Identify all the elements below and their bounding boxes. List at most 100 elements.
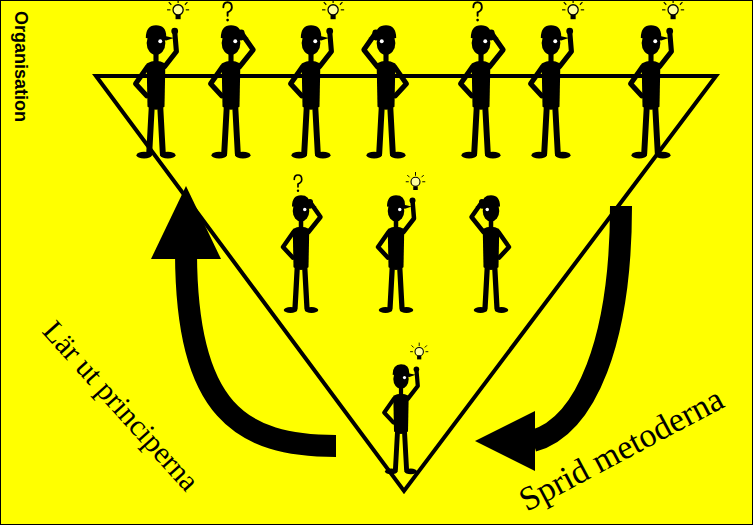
figure-shoe bbox=[405, 469, 418, 475]
figure-eye bbox=[553, 39, 557, 43]
idea-bulb bbox=[662, 1, 684, 19]
figure-arm bbox=[395, 67, 407, 96]
bulb-ray bbox=[662, 9, 665, 10]
figure-arm bbox=[291, 67, 303, 96]
figure-shoe bbox=[211, 152, 226, 159]
figure-shoe bbox=[305, 307, 319, 313]
figure-arm bbox=[408, 369, 418, 398]
figure-neck bbox=[228, 53, 233, 62]
bulb-ray bbox=[422, 175, 424, 177]
question-dot bbox=[297, 190, 299, 192]
question-symbol bbox=[473, 2, 482, 16]
bulb-ray bbox=[680, 2, 683, 5]
bulb-ray bbox=[673, 1, 674, 3]
bulb-ray bbox=[167, 9, 170, 10]
bulb-ray bbox=[562, 9, 565, 10]
teach-arrow-head bbox=[151, 186, 221, 259]
figure-leg bbox=[390, 107, 393, 154]
teach-arrow bbox=[186, 251, 336, 446]
figure-arm bbox=[560, 31, 572, 67]
figure-leg bbox=[379, 107, 382, 154]
figure-leg bbox=[474, 107, 477, 154]
figure-arm bbox=[136, 67, 148, 96]
figure-shoe bbox=[385, 469, 398, 475]
figure-neck bbox=[548, 53, 553, 62]
bulb-base bbox=[571, 15, 576, 19]
figure-hand bbox=[414, 366, 420, 372]
question-symbol bbox=[294, 175, 302, 187]
stick-figure bbox=[211, 25, 254, 158]
idea-bulb bbox=[410, 343, 428, 360]
figure-eye bbox=[233, 39, 237, 43]
figure-hand bbox=[479, 199, 485, 205]
spread-arrow-head bbox=[475, 411, 535, 471]
question-mark bbox=[223, 2, 232, 21]
curved-arrow-label: Sprid metoderna bbox=[512, 379, 730, 519]
figure-hand bbox=[372, 29, 379, 36]
figure-hand bbox=[307, 199, 313, 205]
figure-arm bbox=[490, 33, 504, 67]
bulb-ray bbox=[573, 1, 574, 3]
figure-arm bbox=[499, 232, 510, 258]
bulb-ray bbox=[340, 2, 343, 5]
figure-shoe bbox=[160, 152, 175, 159]
stick-figure bbox=[364, 25, 407, 158]
question-mark bbox=[294, 175, 302, 192]
bulb-ray bbox=[324, 2, 327, 5]
idea-bulb bbox=[167, 1, 189, 19]
bulb-ray bbox=[178, 1, 179, 3]
figure-eye bbox=[398, 208, 401, 211]
figure-shoe bbox=[136, 152, 151, 159]
stick-figure bbox=[631, 25, 674, 158]
figure-head bbox=[472, 31, 491, 55]
figure-leg bbox=[305, 267, 307, 308]
figure-shoe bbox=[461, 152, 476, 159]
figure-neck bbox=[299, 220, 304, 228]
figure-leg bbox=[295, 267, 297, 308]
bulb-ray bbox=[185, 2, 188, 5]
figure-head bbox=[147, 31, 166, 55]
figure-arm bbox=[472, 202, 484, 232]
figure-head bbox=[222, 31, 241, 55]
figure-arm bbox=[364, 33, 378, 67]
figure-hand bbox=[666, 28, 673, 35]
stick-figure bbox=[283, 195, 321, 313]
figure-shoe bbox=[284, 307, 298, 313]
figure-leg bbox=[395, 432, 397, 471]
figure-group bbox=[136, 1, 685, 474]
figure-arm bbox=[283, 232, 294, 258]
bulb-glass bbox=[668, 5, 678, 15]
bulb-glass bbox=[411, 177, 420, 186]
bulb-ray bbox=[422, 181, 425, 182]
figure-hand bbox=[488, 29, 495, 36]
figure-shoe bbox=[235, 152, 250, 159]
bulb-ray bbox=[341, 9, 344, 10]
figure-shoe bbox=[474, 307, 488, 313]
question-mark bbox=[473, 2, 482, 21]
figure-neck bbox=[308, 53, 313, 62]
bulb-ray bbox=[426, 351, 429, 352]
figure-arm bbox=[660, 31, 672, 67]
figure-leg bbox=[495, 267, 497, 308]
figure-neck bbox=[394, 220, 399, 228]
figure-leg bbox=[644, 107, 647, 154]
bulb-glass bbox=[568, 5, 578, 15]
figure-shoe bbox=[631, 152, 646, 159]
bulb-base bbox=[176, 15, 181, 19]
bulb-base bbox=[413, 186, 418, 190]
figure-shoe bbox=[291, 152, 306, 159]
figure-leg bbox=[405, 432, 407, 471]
figure-arm bbox=[631, 67, 643, 96]
question-dot bbox=[226, 19, 229, 22]
question-symbol bbox=[223, 2, 232, 16]
stick-figure bbox=[531, 25, 574, 158]
figure-head bbox=[302, 31, 321, 55]
bulb-base bbox=[331, 15, 336, 19]
bulb-glass bbox=[415, 348, 423, 356]
figure-leg bbox=[555, 107, 558, 154]
bulb-ray bbox=[333, 1, 334, 3]
figure-shoe bbox=[485, 152, 500, 159]
stick-figure bbox=[378, 195, 416, 313]
figure-head bbox=[388, 201, 405, 222]
